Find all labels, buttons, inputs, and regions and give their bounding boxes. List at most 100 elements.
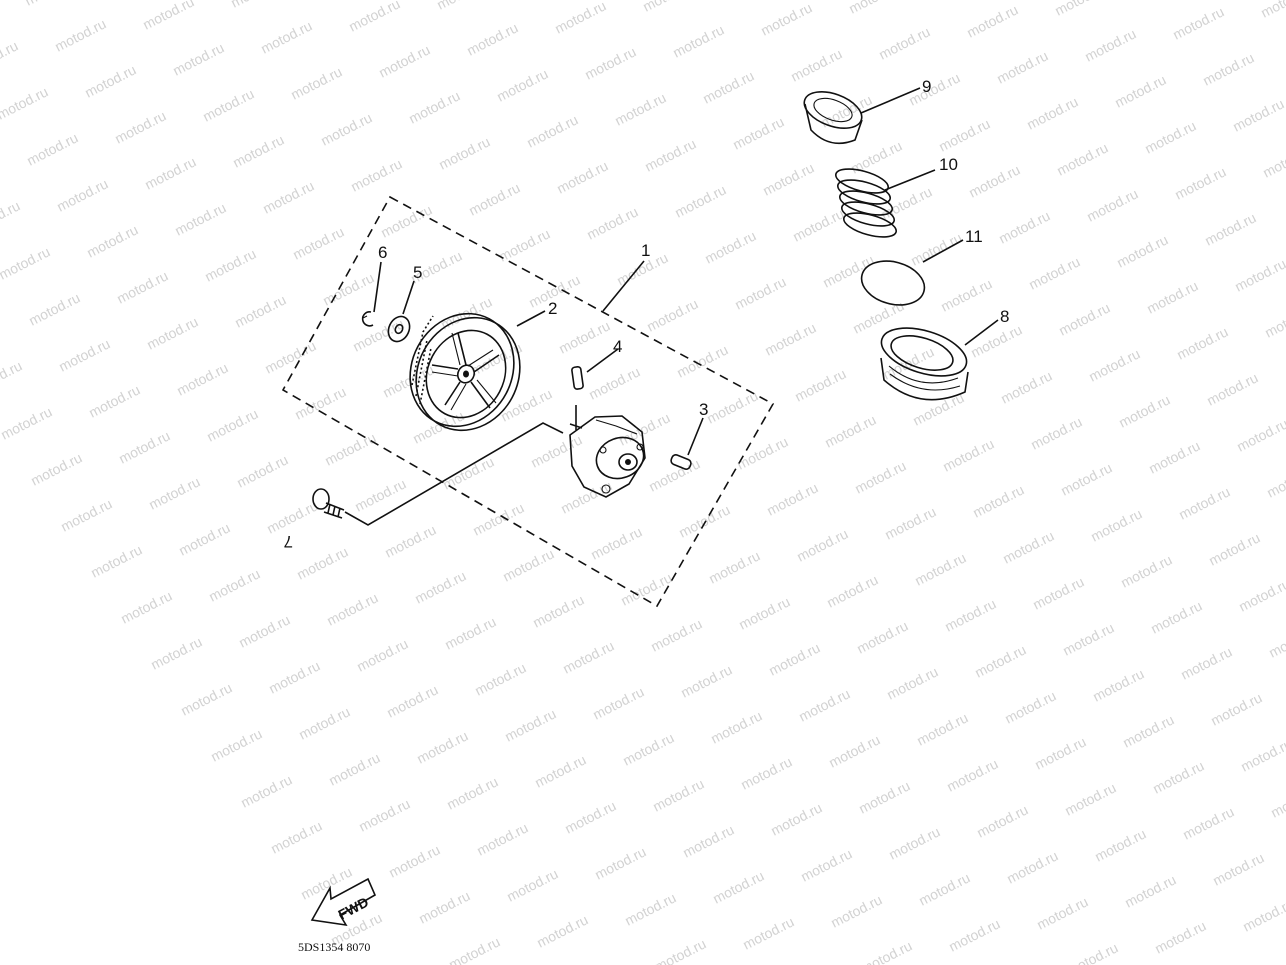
watermark-text: motod.ru (1028, 413, 1084, 452)
watermark-text: motod.ru (88, 541, 144, 580)
watermark-text: motod.ru (202, 245, 258, 284)
watermark-text: motod.ru (350, 315, 406, 354)
leader-lines (344, 87, 999, 526)
watermark-text: motod.ru (854, 617, 910, 656)
watermark-text: motod.ru (914, 709, 970, 748)
assembly-boundary (281, 195, 775, 608)
watermark-text: motod.ru (1084, 185, 1140, 224)
watermark-text: motod.ru (622, 889, 678, 928)
watermark-text: motod.ru (322, 429, 378, 468)
watermark-text: motod.ru (1122, 871, 1178, 910)
watermark-text: motod.ru (262, 337, 318, 376)
watermark-text: motod.ru (710, 867, 766, 906)
watermark-text: motod.ru (1118, 551, 1174, 590)
oil-pump-body (569, 405, 646, 498)
watermark-text: motod.ru (820, 251, 876, 290)
watermark-text: motod.ru (1090, 665, 1146, 704)
watermark-text: motod.ru (936, 115, 992, 154)
watermark-text: motod.ru (828, 891, 884, 930)
watermark-text: motod.ru (56, 335, 112, 374)
watermark-text: motod.ru (556, 317, 612, 356)
watermark-text: motod.ru (1266, 621, 1286, 660)
watermark-text: motod.ru (1088, 505, 1144, 544)
watermark-text: motod.ru (1230, 95, 1286, 134)
watermark-text: motod.ru (1206, 529, 1262, 568)
watermark-text: motod.ru (464, 19, 520, 58)
watermark-text: motod.ru (938, 275, 994, 314)
watermark-text: motod.ru (1146, 437, 1202, 476)
watermark-text: motod.ru (856, 777, 912, 816)
watermark-text: motod.ru (908, 229, 964, 268)
watermark-text: motod.ru (1170, 3, 1226, 42)
watermark-text: motod.ru (592, 843, 648, 882)
watermark-text: motod.ru (496, 225, 552, 264)
watermark-text: motod.ru (792, 365, 848, 404)
watermark-text: motod.ru (442, 613, 498, 652)
watermark-text: motod.ru (1112, 71, 1168, 110)
watermark-text: motod.ru (1086, 345, 1142, 384)
watermark-text: motod.ru (170, 39, 226, 78)
watermark-text: motod.ru (84, 221, 140, 260)
watermark-text: motod.ru (346, 0, 402, 35)
watermark-text: motod.ru (86, 381, 142, 420)
watermark-text: motod.ru (560, 637, 616, 676)
watermark-text: motod.ru (118, 587, 174, 626)
watermark-text: motod.ru (208, 725, 264, 764)
drawing-code: 5DS1354 8070 (298, 940, 370, 954)
watermark-text: motod.ru (760, 159, 816, 198)
watermark-text: motod.ru (1064, 939, 1120, 965)
watermark-text: motod.ru (266, 657, 322, 696)
watermark-text: motod.ru (588, 523, 644, 562)
watermark-text: motod.ru (24, 129, 80, 168)
watermark-text: motod.ru (112, 107, 168, 146)
callout-2: 2 (548, 299, 557, 318)
watermark-text: motod.ru (444, 773, 500, 812)
watermark-text: motod.ru (884, 663, 940, 702)
watermark-text: motod.ru (700, 67, 756, 106)
watermark-text: motod.ru (1024, 93, 1080, 132)
watermark-text: motod.ru (116, 427, 172, 466)
watermark-text: motod.ru (318, 109, 374, 148)
watermark-text: motod.ru (734, 433, 790, 472)
watermark-text: motod.ru (736, 593, 792, 632)
watermark-text: motod.ru (762, 319, 818, 358)
watermark-text: motod.ru (230, 131, 286, 170)
watermark-text: motod.ru (848, 137, 904, 176)
gear-part-2 (409, 312, 521, 432)
watermark-text: motod.ru (738, 753, 794, 792)
watermark-text: motod.ru (906, 69, 962, 108)
watermark-text: motod.ru (440, 453, 496, 492)
watermark-text: motod.ru (702, 227, 758, 266)
watermark-text: motod.ru (1060, 619, 1116, 658)
watermark-text: motod.ru (876, 23, 932, 62)
watermark-text: motod.ru (972, 641, 1028, 680)
watermark-text: motod.ru (1202, 209, 1258, 248)
watermark-text: motod.ru (414, 727, 470, 766)
watermark-text: motod.ru (670, 21, 726, 60)
watermark-text: motod.ru (1034, 893, 1090, 932)
watermark-text: motod.ru (942, 595, 998, 634)
callout-1: 1 (641, 241, 650, 260)
callout-3: 3 (699, 400, 708, 419)
watermark-text: motod.ru (584, 203, 640, 242)
watermark-text: motod.ru (114, 267, 170, 306)
watermark-text: motod.ru (846, 0, 902, 17)
callout-9: 9 (922, 77, 931, 96)
watermark-text: motod.ru (766, 639, 822, 678)
watermark-text: motod.ru (446, 933, 502, 965)
watermark-text: motod.ru (912, 549, 968, 588)
spring-part-10 (834, 168, 898, 238)
watermark-text: motod.ru (382, 521, 438, 560)
watermark-text: motod.ru (646, 455, 702, 494)
watermark-text: motod.ru (1030, 573, 1086, 612)
watermark-text: motod.ru (1208, 689, 1264, 728)
watermark-text: motod.ru (648, 615, 704, 654)
watermark-text: motod.ru (0, 37, 21, 76)
callout-11: 11 (965, 227, 983, 246)
watermark-text: motod.ru (1204, 369, 1260, 408)
watermark-text: motod.ru (28, 449, 84, 488)
watermark-text: motod.ru (1116, 391, 1172, 430)
watermark-text: motod.ru (500, 545, 556, 584)
watermark-text: motod.ru (796, 685, 852, 724)
